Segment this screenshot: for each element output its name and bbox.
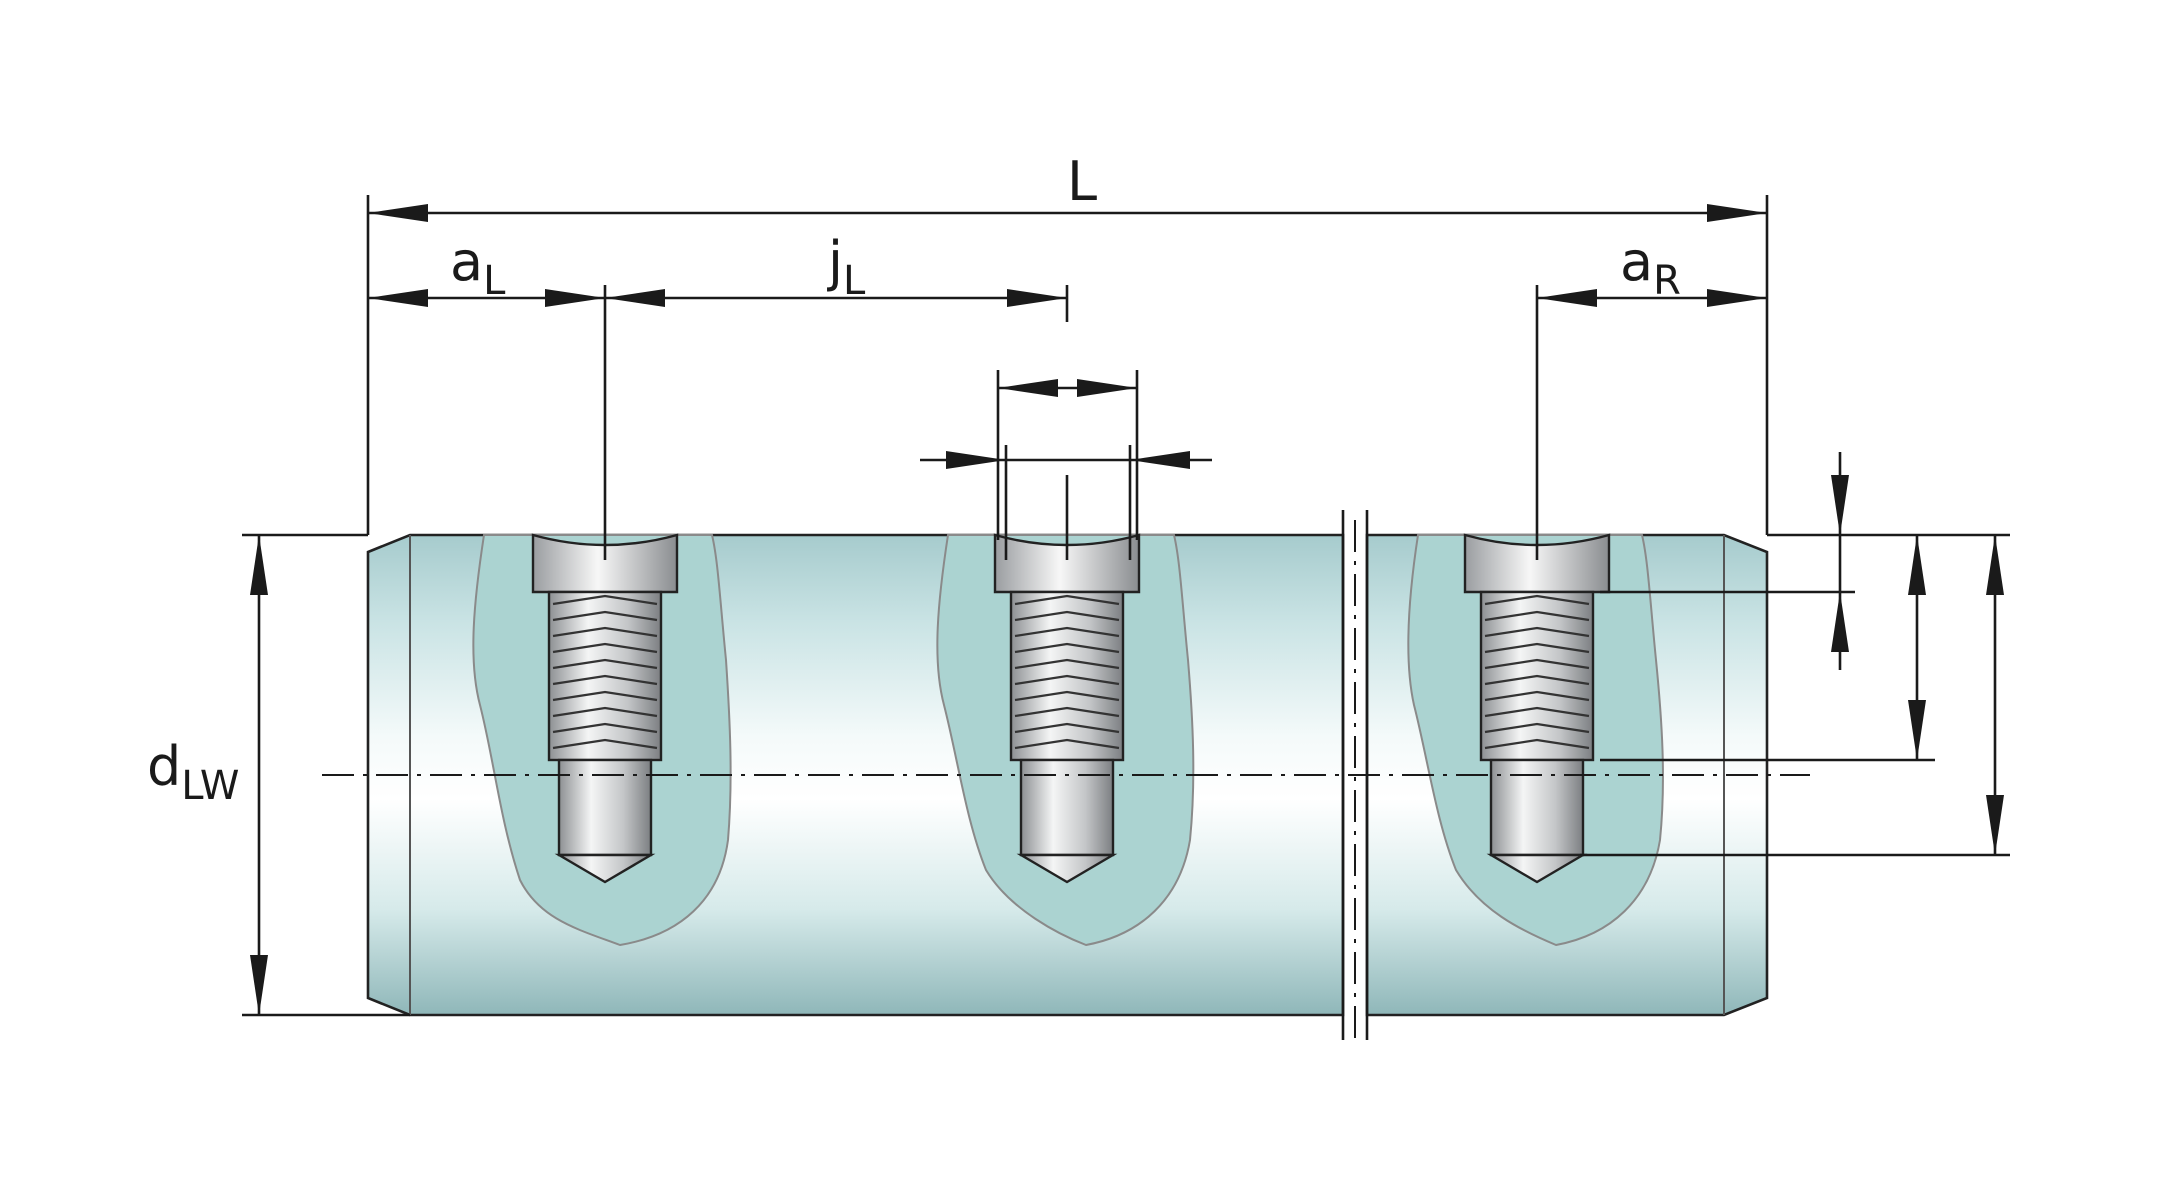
label-left-end: aL (450, 230, 506, 304)
dimension-head-width (996, 370, 1139, 540)
screw-tip (1486, 853, 1588, 884)
label-length: L (1067, 150, 1097, 213)
dimension-thread-depth (1600, 535, 1935, 762)
dimension-length (366, 195, 1769, 535)
dimension-hole-depth (1580, 535, 2010, 857)
dimension-counterbore-depth (1600, 452, 2010, 670)
screw-head (1463, 533, 1611, 594)
screw-tip (554, 853, 656, 884)
screw-head (993, 533, 1141, 594)
screw-thread (1479, 590, 1595, 762)
label-right-end: aR (1620, 230, 1681, 304)
label-pitch: jL (827, 230, 866, 304)
dimension-pitch (605, 285, 1069, 322)
screw-tip (1016, 853, 1118, 884)
label-diameter: dLW (147, 735, 239, 809)
screw-head (531, 533, 679, 594)
dimension-thread-width (920, 445, 1212, 560)
dimension-diameter (242, 533, 410, 1017)
dimension-left-end (368, 285, 607, 560)
dimension-right-end (1535, 285, 1767, 560)
screw-right (1463, 533, 1611, 884)
